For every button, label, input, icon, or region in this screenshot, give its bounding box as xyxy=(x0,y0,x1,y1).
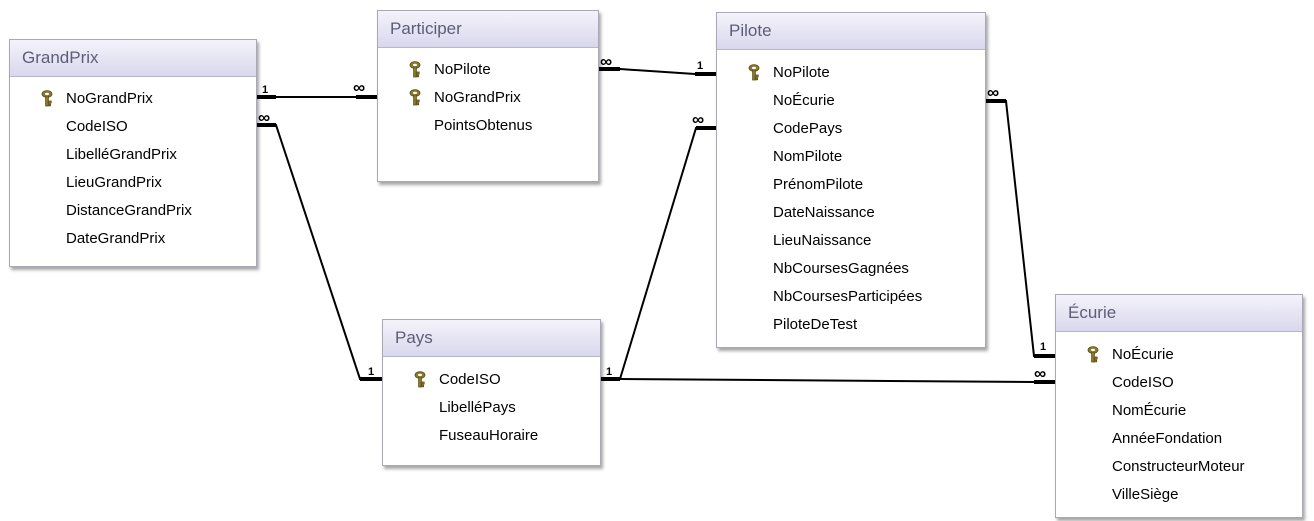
table-title[interactable]: Écurie xyxy=(1056,295,1302,332)
field-name: FuseauHoraire xyxy=(439,427,539,444)
field-row[interactable]: LibelléGrandPrix xyxy=(10,141,256,169)
field-name: PrénomPilote xyxy=(773,176,864,193)
field-row[interactable]: NbCoursesParticipées xyxy=(717,283,985,311)
rel-pays-ecurie xyxy=(619,378,1056,383)
field-name: NoGrandPrix xyxy=(434,89,521,106)
field-row[interactable]: LibelléPays xyxy=(383,394,600,422)
primary-key-icon xyxy=(40,85,56,113)
card-1-grandprix: 1 xyxy=(262,84,268,96)
field-row[interactable]: PrénomPilote xyxy=(717,171,985,199)
field-row[interactable]: NoGrandPrix xyxy=(10,85,256,113)
field-row[interactable]: VilleSiège xyxy=(1056,481,1302,509)
card-inf-pilote-ecurie: ∞ xyxy=(987,83,999,102)
field-name: AnnéeFondation xyxy=(1112,430,1223,447)
field-row[interactable]: DateGrandPrix xyxy=(10,225,256,253)
field-name: LieuNaissance xyxy=(773,232,872,249)
field-name: LibelléGrandPrix xyxy=(66,146,177,163)
card-1-pilote: 1 xyxy=(697,60,703,72)
field-name: NoÉcurie xyxy=(773,92,835,109)
primary-key-icon xyxy=(413,366,429,394)
field-name: PointsObtenus xyxy=(434,117,533,134)
field-name: NomPilote xyxy=(773,148,843,165)
card-inf-participer-pilote: ∞ xyxy=(600,52,612,71)
field-name: CodeISO xyxy=(1112,374,1174,391)
field-row[interactable]: NoPilote xyxy=(378,56,598,84)
card-inf-grandprix: ∞ xyxy=(258,108,270,127)
field-row[interactable]: CodeISO xyxy=(1056,369,1302,397)
field-row[interactable]: DateNaissance xyxy=(717,199,985,227)
rel-grandprix-pays xyxy=(256,124,382,380)
field-row[interactable]: DistanceGrandPrix xyxy=(10,197,256,225)
field-name: NoÉcurie xyxy=(1112,346,1174,363)
field-row[interactable]: LieuGrandPrix xyxy=(10,169,256,197)
field-row[interactable]: NoGrandPrix xyxy=(378,84,598,112)
card-inf-ecurie: ∞ xyxy=(1034,364,1046,383)
field-name: DateNaissance xyxy=(773,204,875,221)
primary-key-icon xyxy=(1086,341,1102,369)
card-1-pays-left: 1 xyxy=(368,366,374,378)
field-row[interactable]: ConstructeurMoteur xyxy=(1056,453,1302,481)
field-row[interactable]: CodeISO xyxy=(10,113,256,141)
field-name: NoPilote xyxy=(434,61,491,78)
field-name: VilleSiège xyxy=(1112,486,1179,503)
field-row[interactable]: PiloteDeTest xyxy=(717,311,985,339)
card-1-pays-right: 1 xyxy=(606,366,612,378)
field-row[interactable]: LieuNaissance xyxy=(717,227,985,255)
field-row[interactable]: NoÉcurie xyxy=(717,87,985,115)
card-1-ecurie: 1 xyxy=(1040,341,1046,353)
field-name: CodePays xyxy=(773,120,843,137)
primary-key-icon xyxy=(408,84,424,112)
field-row[interactable]: CodePays xyxy=(717,115,985,143)
card-inf-participer-gp: ∞ xyxy=(353,78,365,97)
field-name: CodeISO xyxy=(66,118,128,135)
rel-pilote-ecurie xyxy=(985,100,1056,357)
field-name: NoPilote xyxy=(773,64,830,81)
field-row[interactable]: AnnéeFondation xyxy=(1056,425,1302,453)
card-inf-pilote-pays: ∞ xyxy=(692,110,704,129)
table-title[interactable]: Participer xyxy=(378,11,598,48)
field-row[interactable]: NoÉcurie xyxy=(1056,341,1302,369)
field-row[interactable]: NoPilote xyxy=(717,59,985,87)
field-name: NbCoursesParticipées xyxy=(773,288,923,305)
field-row[interactable]: NomÉcurie xyxy=(1056,397,1302,425)
field-row[interactable]: PointsObtenus xyxy=(378,112,598,140)
field-row[interactable]: FuseauHoraire xyxy=(383,422,600,450)
field-name: DistanceGrandPrix xyxy=(66,202,192,219)
rel-pays-pilote xyxy=(600,127,716,380)
field-name: NomÉcurie xyxy=(1112,402,1187,419)
field-name: NbCoursesGagnées xyxy=(773,260,909,277)
field-name: LieuGrandPrix xyxy=(66,174,162,191)
field-name: LibelléPays xyxy=(439,399,516,416)
field-row[interactable]: CodeISO xyxy=(383,366,600,394)
field-name: NoGrandPrix xyxy=(66,90,153,107)
table-title[interactable]: Pays xyxy=(383,320,600,357)
field-row[interactable]: NomPilote xyxy=(717,143,985,171)
primary-key-icon xyxy=(408,56,424,84)
field-name: DateGrandPrix xyxy=(66,230,166,247)
primary-key-icon xyxy=(747,59,763,87)
table-title[interactable]: GrandPrix xyxy=(10,40,256,77)
field-name: ConstructeurMoteur xyxy=(1112,458,1245,475)
table-title[interactable]: Pilote xyxy=(717,13,985,50)
field-name: CodeISO xyxy=(439,371,501,388)
field-row[interactable]: NbCoursesGagnées xyxy=(717,255,985,283)
field-name: PiloteDeTest xyxy=(773,316,858,333)
